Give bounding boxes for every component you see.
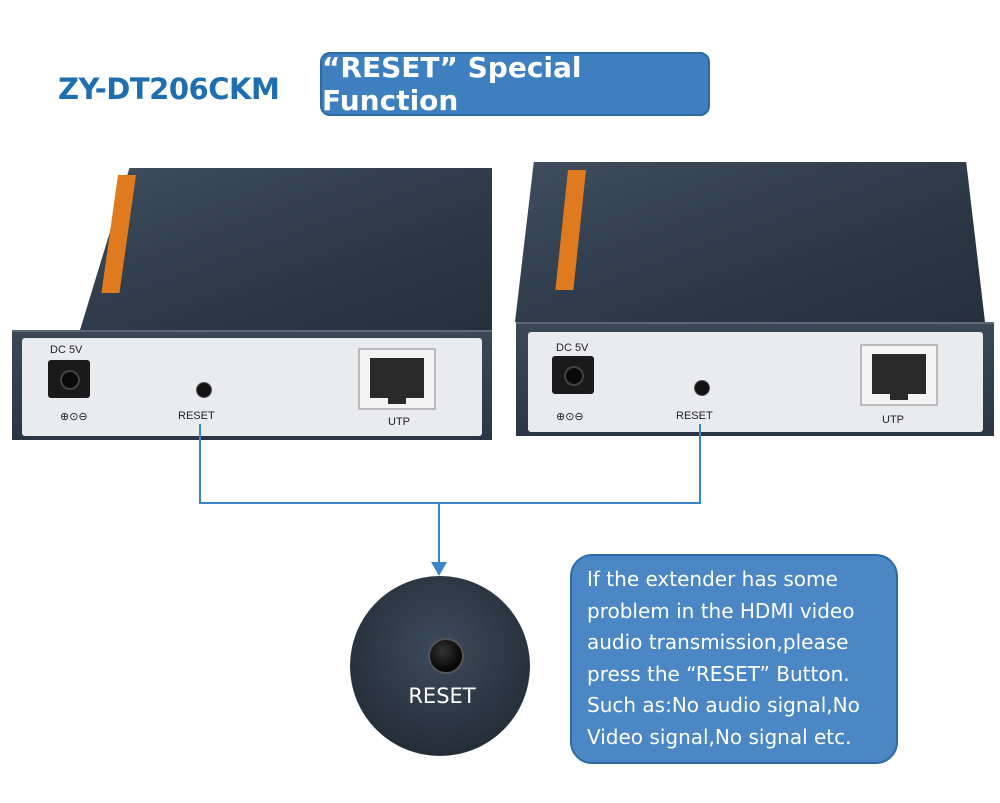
tx-reset-label: RESET: [676, 410, 713, 422]
note-line: press the “RESET” Button.: [587, 661, 850, 686]
note-line: Such as:No audio signal,No: [587, 693, 860, 717]
reset-button-icon[interactable]: [196, 382, 212, 398]
rx-port-label: UTP: [388, 416, 410, 428]
dc-power-jack-icon: [48, 360, 90, 398]
connector-line-left-down: [199, 424, 201, 504]
closeup-reset-label: RESET: [408, 684, 476, 708]
note-line: audio transmission,please: [587, 630, 849, 654]
tx-polarity-label: ⊕⊙⊖: [556, 411, 584, 423]
tx-dc-label: DC 5V: [556, 342, 589, 354]
rx-polarity-label: ⊕⊙⊖: [60, 411, 88, 423]
connector-line-center-down: [438, 502, 440, 564]
rx-device-top: [80, 168, 492, 330]
instruction-note: If the extender has some problem in the …: [570, 554, 898, 764]
rx-reset-label: RESET: [178, 410, 215, 422]
reset-button-icon: [428, 638, 464, 674]
rj45-port-icon: [860, 344, 938, 406]
connector-line-horizontal: [199, 502, 701, 504]
rj45-port-icon: [358, 348, 436, 410]
connector-line-right-down: [699, 424, 701, 504]
note-line: problem in the HDMI video: [587, 598, 855, 623]
dc-power-jack-icon: [552, 356, 594, 394]
tx-device-top: [515, 162, 985, 322]
tx-port-label: UTP: [882, 414, 904, 426]
note-line: Video signal,No signal etc.: [587, 724, 852, 749]
rx-dc-label: DC 5V: [50, 344, 83, 356]
reset-button-icon[interactable]: [694, 380, 710, 396]
arrow-down-icon: [431, 562, 447, 576]
function-title-banner: “RESET” Special Function: [320, 51, 710, 117]
note-line: If the extender has some: [587, 567, 838, 591]
model-number: ZY-DT206CKM: [58, 72, 280, 106]
